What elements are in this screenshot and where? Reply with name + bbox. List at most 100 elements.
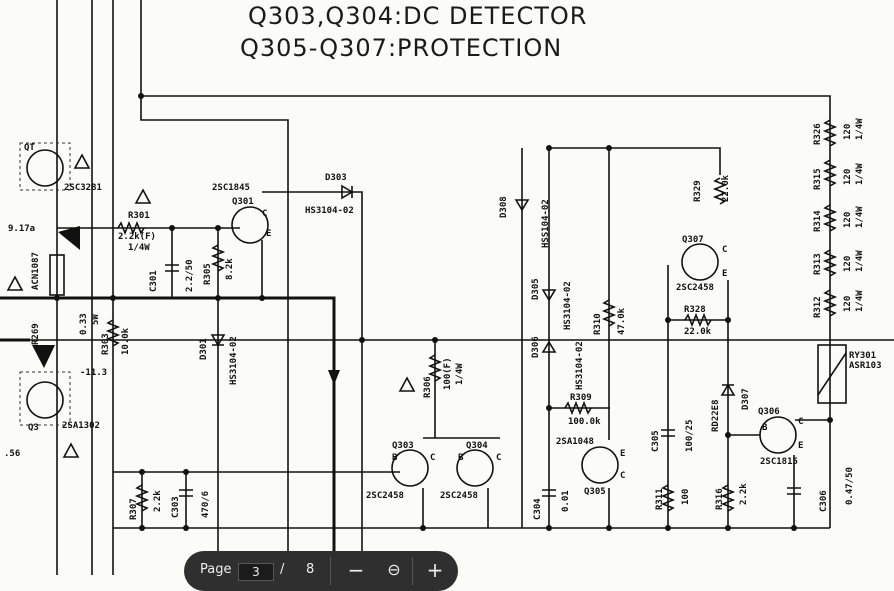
page-toolbar: Page / 8 − ⊖ +	[184, 551, 458, 591]
warning-triangle-icons	[6, 153, 416, 458]
label-d307: D307	[741, 388, 751, 410]
label-rr-w-5: 1/4W	[855, 290, 865, 312]
label-c306-val: 0.47/50	[845, 467, 855, 505]
label-r311-val: 100	[681, 489, 691, 505]
label-r326: R326	[813, 123, 823, 145]
label-r328: R328	[684, 305, 706, 315]
label-q304-type: 2SC2458	[440, 491, 478, 501]
label-d306: D306	[531, 336, 541, 358]
label-r301-val: 2.2k(F)	[118, 232, 156, 242]
toolbar-divider	[412, 557, 413, 585]
pin-b-q303: B	[392, 453, 398, 463]
label-acn: ACN1087	[31, 252, 41, 290]
label-r309: R309	[570, 393, 592, 403]
relay-ry301	[817, 344, 847, 404]
label-d307-type: RD22E8	[711, 399, 721, 432]
label-r306: R306	[423, 376, 433, 398]
label-q301: Q301	[232, 197, 254, 207]
label-q307-type: 2SC2458	[676, 283, 714, 293]
page-label: Page	[200, 562, 232, 577]
label-q301-type: 2SC1845	[212, 183, 250, 193]
label-c306: C306	[819, 490, 829, 512]
component-labels: 2SC1845 Q301 R301 2.2k(F) 1/4W D303 HS31…	[4, 118, 882, 520]
label-r310-val: 47.0k	[617, 307, 627, 335]
pin-e-q307: E	[722, 269, 727, 279]
label-rr-w-4: 1/4W	[855, 250, 865, 272]
label-rr-val-3: 120	[843, 212, 853, 228]
label-c304-val: 0.01	[561, 490, 571, 512]
label-r306-w: 1/4W	[455, 363, 465, 385]
pin-c-q304: C	[496, 453, 501, 463]
label-d303: D303	[325, 173, 347, 183]
label-r301-w: 1/4W	[128, 243, 150, 253]
label-r328-val: 22.0k	[684, 327, 712, 337]
label-q-bot: Q3	[28, 423, 39, 433]
label-ry301: RY301	[849, 351, 876, 361]
label-c304: C304	[533, 498, 543, 520]
label-ry301-type: ASR103	[849, 361, 882, 371]
pin-e-q305: E	[620, 449, 625, 459]
label-r5w: 5W	[91, 314, 101, 325]
page-total: 8	[306, 562, 315, 577]
label-q307: Q307	[682, 235, 704, 245]
label-d306-type: HS3104-02	[575, 341, 585, 390]
label-v917: 9.17a	[8, 224, 35, 234]
schematic-diagram: 2SC1845 Q301 R301 2.2k(F) 1/4W D303 HS31…	[0, 0, 894, 575]
label-q306-type: 2SC1815	[760, 457, 798, 467]
pin-c-q306: C	[798, 417, 803, 427]
label-r316-val: 2.2k	[739, 483, 749, 505]
wiring	[0, 0, 894, 575]
label-rr-w-1: 1/4W	[855, 118, 865, 140]
label-r305-val: 8.2k	[225, 258, 235, 280]
label-q306: Q306	[758, 407, 780, 417]
label-c303-val: 470/6	[201, 491, 211, 518]
label-d305: D305	[531, 278, 541, 300]
label-rr-val-5: 120	[843, 296, 853, 312]
label-q305: Q305	[584, 487, 606, 497]
label-q303-type: 2SC2458	[366, 491, 404, 501]
label-d308: D308	[499, 196, 509, 218]
label-rr-val-4: 120	[843, 256, 853, 272]
label-q305-type: 2SA1048	[556, 437, 594, 447]
label-c303: C303	[171, 496, 181, 518]
label-rr-val-2: 120	[843, 169, 853, 185]
label-r306-val: 100(F)	[443, 357, 453, 390]
pin-c-q301: C	[262, 209, 267, 219]
label-r301: R301	[128, 211, 150, 221]
diode-symbols	[32, 184, 736, 396]
label-d305-type: HS3104-02	[563, 281, 573, 330]
label-r315: R315	[813, 168, 823, 190]
label-rr-w-3: 1/4W	[855, 206, 865, 228]
label-c305: C305	[651, 430, 661, 452]
label-d301-type: HS3104-02	[229, 336, 239, 385]
label-v56: .56	[4, 449, 20, 459]
label-r314: R314	[813, 210, 823, 232]
label-rr-w-2: 1/4W	[855, 163, 865, 185]
transistor-symbols	[26, 149, 797, 487]
label-q-top: QT	[24, 143, 35, 153]
label-r329-val: 22.0k	[721, 174, 731, 202]
label-r329: R329	[693, 180, 703, 202]
pin-c-q303: C	[430, 453, 435, 463]
page-number-input[interactable]	[238, 563, 274, 581]
zoom-in-button[interactable]: +	[426, 558, 444, 582]
schematic-title-line-2: Q305-Q307:PROTECTION	[240, 34, 563, 62]
label-c301-val: 2.2/50	[185, 259, 195, 292]
page-separator: /	[280, 562, 285, 577]
capacitor-symbols	[165, 264, 801, 497]
label-r316: R316	[715, 488, 725, 510]
label-left-q-top: 2SC3281	[64, 183, 102, 193]
label-c305-val: 100/25	[685, 419, 695, 452]
pin-b-q306: B	[762, 423, 768, 433]
label-r311: R311	[655, 488, 665, 510]
label-q303: Q303	[392, 441, 414, 451]
pin-e-q306: E	[798, 441, 803, 451]
label-c301: C301	[149, 270, 159, 292]
label-d308-type: HSS104-02	[541, 199, 551, 248]
zoom-out-button[interactable]: −	[347, 558, 365, 582]
label-r305: R305	[203, 263, 213, 285]
label-r303-val: 10.0k	[121, 327, 131, 355]
zoom-reset-button[interactable]: ⊖	[387, 560, 401, 579]
label-d301: D301	[199, 338, 209, 360]
label-r313: R313	[813, 253, 823, 275]
